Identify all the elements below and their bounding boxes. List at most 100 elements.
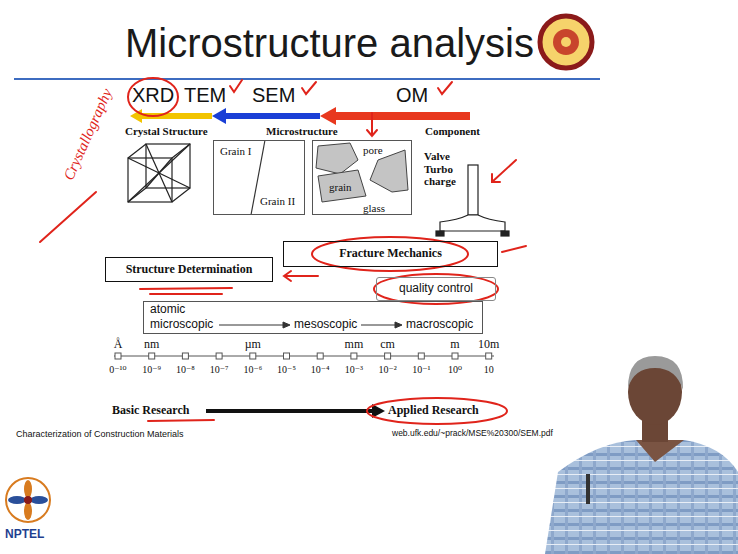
institute-logo — [561, 37, 571, 47]
handwritten-annotation — [492, 160, 516, 182]
length-axis — [486, 353, 492, 359]
unit-label: 10m — [478, 338, 499, 352]
handwritten-annotation — [502, 246, 526, 252]
crystal-cube — [128, 158, 190, 188]
box-text: grain — [329, 181, 352, 194]
valve-drawing — [501, 231, 509, 236]
scale-number: 10⁻¹ — [412, 364, 430, 376]
handwritten-annotation — [40, 78, 526, 424]
length-axis — [115, 353, 121, 359]
technique-arrow — [212, 108, 320, 124]
scale-number: 10⁻⁵ — [277, 364, 296, 376]
institute-logo — [540, 16, 592, 68]
unit-label: mm — [345, 338, 364, 352]
grain-boundary-box: Grain I Grain II — [213, 140, 305, 215]
handwritten-annotation — [128, 78, 178, 116]
box-text: Grain I — [220, 145, 251, 158]
handwritten-annotation — [367, 398, 507, 424]
institute-logo — [540, 16, 592, 68]
scale-number: 10⁰ — [448, 364, 462, 376]
column-heading: Component — [425, 125, 480, 138]
box-text: microscopic — [150, 318, 213, 332]
handwritten-annotation — [230, 80, 242, 92]
handwritten-annotation — [140, 288, 232, 289]
length-axis — [114, 356, 494, 357]
handwritten-annotation — [284, 271, 318, 281]
scale-arrow — [219, 325, 284, 326]
research-label: Applied Research — [388, 404, 479, 418]
crystal-cube — [146, 144, 172, 202]
crystal-cube — [146, 158, 172, 188]
box-text: glass — [363, 202, 385, 215]
unit-label: nm — [144, 338, 159, 352]
scale-number: 10 — [484, 364, 494, 376]
scale-number: 0⁻¹⁰ — [109, 364, 126, 376]
title-rule — [14, 78, 600, 80]
handwritten-note: Crystallography — [60, 87, 116, 184]
handwritten-annotation — [374, 274, 498, 304]
length-axis — [385, 353, 391, 359]
scale-number: 10⁻⁹ — [142, 364, 161, 376]
handwritten-annotation — [367, 113, 377, 136]
scale-number: 10⁻² — [378, 364, 396, 376]
box-text: Grain II — [260, 195, 295, 208]
box-text: macroscopic — [406, 318, 473, 332]
grain-shape — [316, 143, 408, 202]
valve-drawing — [468, 165, 478, 215]
research-area-box: quality control — [376, 277, 496, 301]
box-text: quality control — [399, 282, 473, 296]
component-label: Valve Turbo charge — [424, 150, 464, 188]
nptel-logo — [30, 496, 48, 504]
handwritten-annotation — [40, 192, 96, 242]
length-axis — [284, 353, 290, 359]
presenter — [545, 356, 738, 554]
grain-shape — [370, 150, 408, 192]
research-label: Basic Research — [112, 404, 189, 418]
handwritten-annotation — [312, 237, 468, 271]
scale-arrow — [283, 322, 290, 328]
handwritten-annotation — [148, 420, 214, 421]
title-rule — [14, 79, 600, 80]
nptel-logo — [24, 502, 32, 520]
nptel-logo — [6, 478, 50, 522]
crystal-cube — [128, 144, 146, 158]
scale-number: 10⁻⁴ — [311, 364, 330, 376]
source-url: web.ufk.edu/~prack/MSE%20300/SEM.pdf — [392, 429, 553, 439]
technique-label: XRD — [132, 84, 174, 107]
unit-label: µm — [245, 338, 261, 352]
length-axis — [149, 353, 155, 359]
institute-logo — [553, 29, 579, 55]
nptel-logo — [6, 478, 50, 522]
technique-arrow — [320, 107, 470, 125]
grain-shape — [316, 143, 358, 174]
handwritten-annotation — [150, 293, 222, 295]
box-text: pore — [363, 144, 383, 157]
research-arrow — [206, 409, 374, 413]
technique-label: OM — [396, 84, 428, 107]
length-axis — [351, 353, 357, 359]
length-scale-box: atomicmicroscopicmesoscopicmacroscopic — [143, 301, 483, 334]
research-area-box: Structure Determination — [105, 257, 273, 282]
technique-label: TEM — [184, 84, 226, 107]
presenter — [636, 440, 684, 462]
research-arrow — [206, 404, 385, 418]
technique-arrow — [130, 107, 470, 125]
length-axis — [250, 353, 256, 359]
length-axis — [114, 353, 494, 359]
length-axis — [317, 353, 323, 359]
unit-label: m — [450, 338, 459, 352]
presenter — [628, 356, 683, 390]
nptel-logo — [8, 496, 26, 504]
valve-drawing — [436, 231, 444, 236]
nptel-logo — [24, 480, 32, 498]
length-axis — [216, 353, 222, 359]
presenter — [545, 440, 738, 554]
crystal-cube — [128, 144, 190, 202]
valve-drawing — [440, 215, 505, 231]
scale-number: 10⁻⁷ — [210, 364, 229, 376]
scale-number: 10⁻³ — [345, 364, 363, 376]
unit-label: cm — [380, 338, 395, 352]
technique-label: SEM — [252, 84, 295, 107]
scale-arrow — [361, 325, 396, 326]
